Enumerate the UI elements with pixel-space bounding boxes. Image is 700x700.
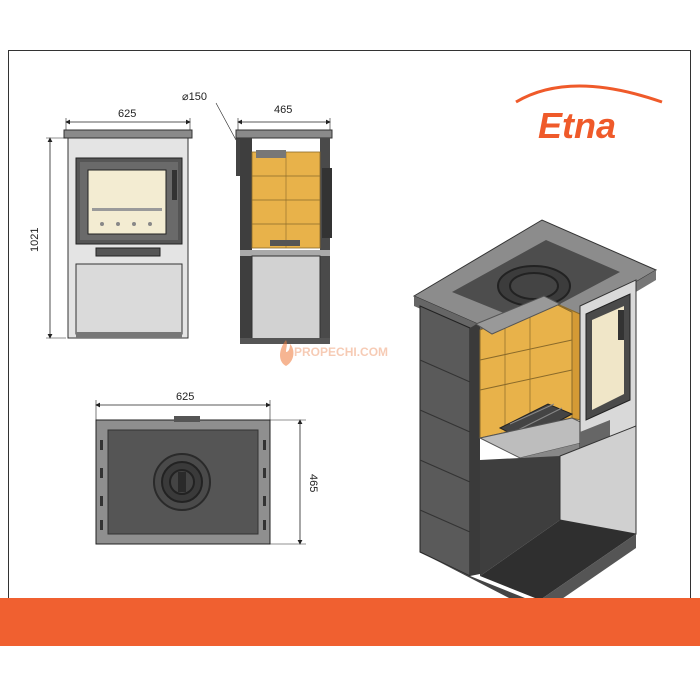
svg-text:PROPECHI.COM: PROPECHI.COM <box>294 345 388 359</box>
top-width-label: 625 <box>176 391 194 403</box>
logo-arc-icon <box>515 84 663 104</box>
etna-logo: Etna <box>515 84 663 146</box>
brand-name: Etna <box>538 105 616 146</box>
front-view <box>63 129 193 339</box>
side-view <box>235 129 333 344</box>
flue-diameter-label: ⌀150 <box>182 91 207 103</box>
brand-color-band <box>0 598 700 646</box>
watermark-suffix: .COM <box>357 345 388 359</box>
front-height-label: 1021 <box>29 228 41 252</box>
watermark-prefix: PRO <box>294 345 320 359</box>
side-depth-label: 465 <box>274 104 292 116</box>
flame-icon <box>280 340 294 366</box>
watermark-highlight: PECHI <box>320 345 357 359</box>
isometric-cutaway <box>412 219 658 614</box>
top-view <box>95 416 271 545</box>
front-width-label: 625 <box>118 108 136 120</box>
watermark: PROPECHI.COM <box>280 340 388 366</box>
top-depth-label: 465 <box>307 474 319 492</box>
